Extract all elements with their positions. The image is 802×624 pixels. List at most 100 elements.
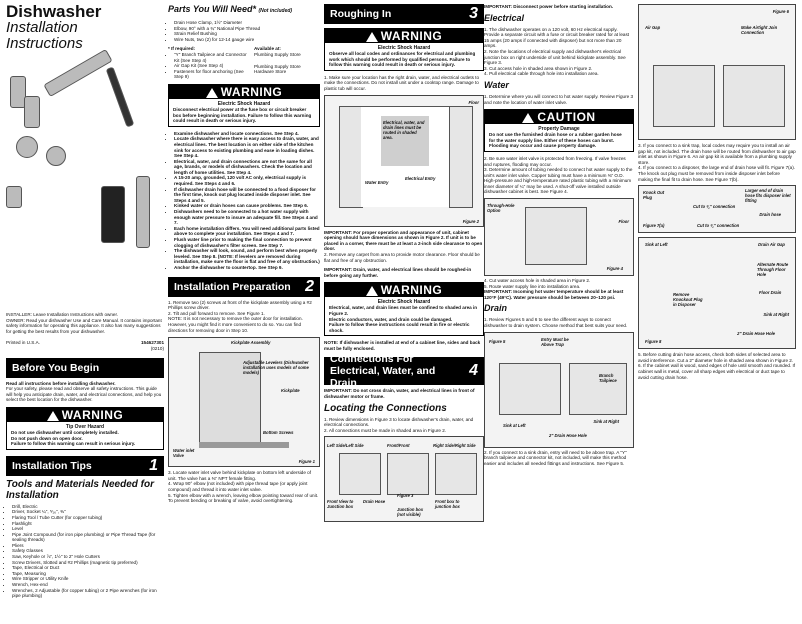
tools-list: Drill, Electric Driver, Socket ¼", ⁵⁄₁₆"… bbox=[6, 504, 164, 599]
figure-label: Front box to junction box bbox=[435, 499, 460, 510]
figure-label: Sink at Left bbox=[645, 242, 668, 248]
connections-heading: Connections For Electrical, Water, and D… bbox=[330, 353, 436, 390]
dishwasher-illustration bbox=[199, 352, 261, 445]
shaded-area bbox=[381, 115, 429, 166]
roughing-warning-title: Electric Shock Hazard bbox=[377, 45, 431, 51]
owner-note: OWNER: Read your dishwasher Use and Care… bbox=[6, 317, 162, 334]
sink-cabinet bbox=[723, 65, 785, 127]
figure-label: Water Entry bbox=[365, 179, 389, 185]
column-2: Parts You Will Need* (Not included) Drai… bbox=[168, 4, 320, 504]
water-heading: Water bbox=[484, 79, 509, 90]
figure-label: Drain Hose bbox=[363, 499, 386, 505]
figure-label: Branch Tailpiece bbox=[599, 372, 617, 383]
water-step: 2. Be sure water inlet valve is protecte… bbox=[484, 155, 626, 167]
figure-label: 2" Drain Hose Hole bbox=[549, 432, 587, 438]
printed-in: Printed in U.S.A. bbox=[6, 340, 40, 346]
figure-label: Left Side/Left Side bbox=[327, 443, 364, 449]
cabinet-left bbox=[339, 105, 363, 208]
tip-warning-title: Tip Over Hazard bbox=[65, 423, 105, 430]
figure-label: Floor Drain bbox=[759, 290, 782, 296]
socket-icon bbox=[16, 136, 38, 158]
list-item: Safety Glasses bbox=[12, 548, 164, 554]
water-step: 3. Determine amount of tubing needed to … bbox=[484, 167, 633, 195]
figure-label: Front View to Junction box bbox=[327, 499, 354, 510]
list-item: Tape, Electrical or Duct bbox=[12, 565, 164, 571]
roughing-warning-box-2: WARNING Electric Shock Hazard Electrical… bbox=[324, 282, 484, 337]
list-item: Screw Drivers, Slotted and #2 Phillips (… bbox=[12, 560, 164, 566]
figure-label: Floor bbox=[468, 99, 479, 105]
electrical-step: 3. Cut access hole in shaded area shown … bbox=[484, 65, 593, 71]
figure-label: Remove Knockout Plug in Disposer bbox=[673, 292, 703, 308]
column-1: Dishwasher Installation Instructions INS… bbox=[6, 3, 196, 599]
list-item: Examine dishwasher and locate connection… bbox=[174, 131, 320, 137]
tip-line-2: Do not push down on open door. bbox=[11, 435, 83, 441]
installation-tips-heading: Installation Tips bbox=[12, 459, 92, 472]
connections-step: 1. Review dimensions in Figure 3 to loca… bbox=[324, 416, 474, 428]
figure-label: Sink at Right bbox=[763, 312, 789, 318]
column-5: Figure 6 Air Gap Make Airtight Join Conn… bbox=[638, 4, 796, 380]
figure-label: Electrical, water, and drain lines must … bbox=[383, 119, 425, 140]
column-4: IMPORTANT: Disconnect power before start… bbox=[484, 4, 634, 466]
figure-label: Make Airtight Join Connection bbox=[741, 25, 778, 35]
warning-triangle-icon bbox=[365, 286, 378, 297]
installation-tips-bar: Installation Tips 1 bbox=[6, 455, 164, 476]
figure-caption: Figure 3 bbox=[397, 493, 414, 499]
figure-caption: Figure 6 bbox=[772, 9, 789, 14]
list-item: Level bbox=[12, 526, 164, 532]
water-step: 4. Cut water access hole in shaded area … bbox=[484, 278, 591, 284]
power-warning-header: WARNING bbox=[169, 84, 319, 99]
list-item: Kinked water or drain hoses can cause pr… bbox=[174, 203, 320, 209]
tip-line-3: Failure to follow this warning can resul… bbox=[11, 441, 136, 447]
warning-triangle-icon bbox=[46, 410, 59, 421]
parts-list: Drain Hose Clamp, 1½" Diameter Elbow, 90… bbox=[168, 20, 320, 42]
figure-7: Knock Out Plug Larger end of drain hose … bbox=[638, 185, 796, 234]
installer-note: INSTALLER: Leave Installation Instructio… bbox=[6, 312, 119, 317]
column-3: Roughing In 3 WARNING Electric Shock Haz… bbox=[324, 4, 484, 523]
list-item: Wire Nuts, two (2) for 12-14 gauge wire bbox=[174, 37, 320, 43]
socket-icon bbox=[6, 186, 22, 208]
list-item: Saw, Keyhole or ⅞", 1½" to 2" Hole Cutte… bbox=[12, 554, 164, 560]
sink-cabinet-right bbox=[569, 362, 627, 415]
list-item: Pipe Joint Compound (for iron pipe plumb… bbox=[12, 532, 164, 543]
figure-label: Drain hose bbox=[759, 212, 781, 218]
figure-label: Junction box (not visible) bbox=[397, 507, 424, 518]
cabinet-illustration bbox=[525, 207, 587, 266]
before-you-begin-heading: Before You Begin bbox=[12, 361, 100, 374]
list-item: Drain Hose Clamp, 1½" Diameter bbox=[174, 20, 320, 26]
warning-line: Failure to follow these instructions cou… bbox=[329, 322, 470, 333]
flashlight-icon bbox=[101, 186, 125, 243]
figure-label: Entry Must be Above Trap bbox=[541, 336, 569, 347]
figure-caption: Figure 1 bbox=[298, 459, 315, 465]
figure-label: Right Side/Right Side bbox=[433, 443, 476, 449]
step-number: 3 bbox=[469, 5, 478, 22]
roughing-in-bar: Roughing In 3 bbox=[324, 4, 484, 24]
ratchet-icon bbox=[43, 48, 113, 98]
roughing-warning-text: Observe all local codes and ordinances f… bbox=[329, 51, 476, 68]
list-item: Driver, Socket ¼", ⁵⁄₁₆", ⅜" bbox=[12, 509, 164, 515]
list-item: Wrenches, 2 Adjustable (for copper tubin… bbox=[12, 588, 164, 599]
warning-line: Electric conductors, water, and drain co… bbox=[329, 316, 453, 322]
warning-triangle-icon bbox=[365, 31, 378, 42]
caution-text: Do not use the furnished drain hose or a… bbox=[489, 132, 622, 149]
wrench-icon bbox=[136, 176, 150, 248]
roughing-warning-title-2: Electric Shock Hazard bbox=[377, 299, 431, 306]
if-required-label: * If required: bbox=[168, 46, 196, 52]
list-item: Plumbing Supply Store bbox=[254, 63, 301, 69]
figure-label: Floor bbox=[618, 219, 629, 225]
before-p2: For your safety, please read and observe… bbox=[6, 386, 162, 403]
tip-warning-header: WARNING bbox=[7, 407, 163, 422]
figure-3: Left Side/Left Side Front/Front Right Si… bbox=[324, 436, 484, 523]
figure-label: Kickplate bbox=[281, 388, 300, 394]
power-warning-title: Electric Shock Hazard bbox=[217, 100, 271, 107]
doc-subtitle-2: Instructions bbox=[6, 35, 83, 52]
list-item: Dishwashers need to be connected to a ho… bbox=[174, 209, 320, 226]
list-item: Hardware Store bbox=[254, 69, 287, 75]
roughing-important-2: IMPORTANT: Drain, water, and electrical … bbox=[324, 267, 472, 278]
figure-label: 2" Drain Hose Hole bbox=[737, 331, 775, 337]
drain-step: 6. If the cabinet wall is wood, sand edg… bbox=[638, 363, 796, 380]
power-warning-text: Disconnect electrical power at the fuse … bbox=[173, 106, 312, 124]
prep-step: 2. Tilt and pull forward to remove. See … bbox=[168, 310, 265, 316]
drain-step: 3. If you connect to a sink trap, local … bbox=[638, 143, 796, 165]
socket-icon bbox=[10, 76, 26, 108]
list-item: Each home installation differs. You will… bbox=[174, 226, 320, 237]
